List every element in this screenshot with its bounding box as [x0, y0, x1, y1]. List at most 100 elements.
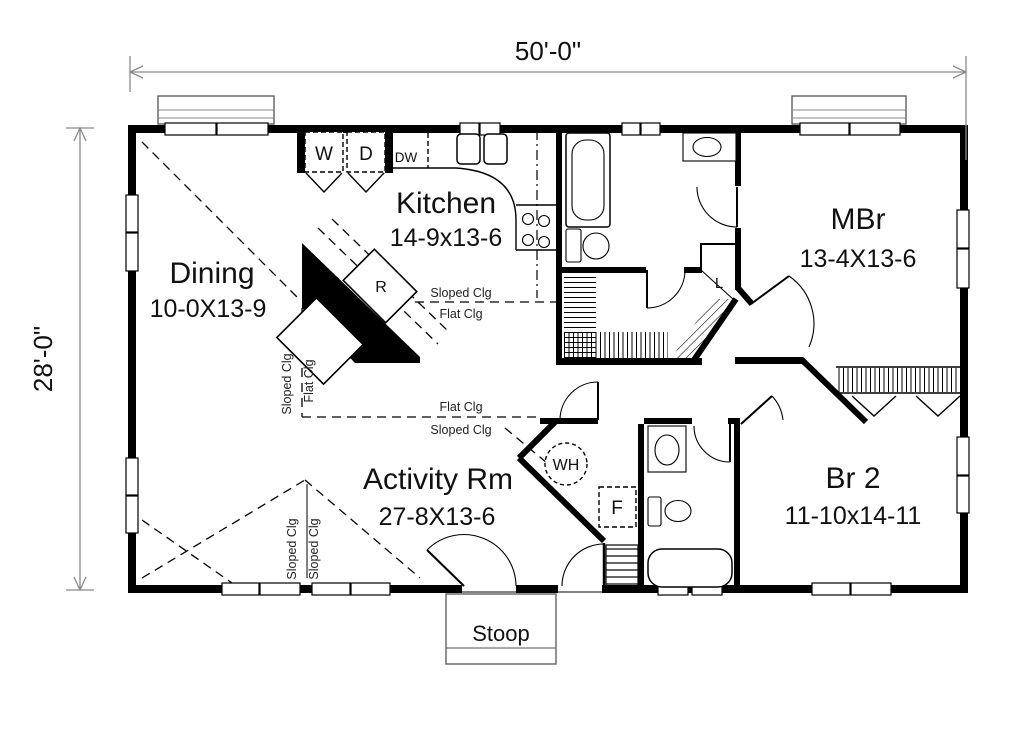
window [164, 122, 217, 136]
walkin-closet [564, 269, 736, 360]
height-dimension-label: 28'-0" [28, 326, 58, 392]
bath2-fixtures [647, 424, 733, 588]
linen-closet: L [700, 269, 735, 301]
bedroom2-size: 11-10x14-11 [785, 502, 922, 530]
bathtub-icon [565, 132, 611, 228]
kitchen-sink-icon [456, 133, 508, 165]
sloped-clg-label-4: Sloped Clg [285, 518, 299, 579]
flat-clg-label-3: Flat Clg [439, 400, 482, 414]
toilet-icon [565, 228, 610, 263]
master-bedroom-size: 13-4X13-6 [800, 245, 917, 273]
refrigerator-icon [342, 248, 418, 324]
sloped-clg-label-5: Sloped Clg [307, 518, 321, 579]
washer-icon [304, 131, 344, 173]
dryer-icon [346, 131, 386, 173]
window [311, 582, 351, 596]
activity-room-size: 27-8X13-6 [379, 503, 496, 531]
utility-door [559, 381, 599, 421]
closet-rod [564, 332, 668, 360]
kitchen-label: Kitchen [396, 187, 496, 220]
range-icon [521, 212, 551, 249]
furnace-label: F [611, 498, 623, 519]
bifold-door [305, 172, 343, 194]
ceiling-lines [141, 130, 556, 584]
bedroom-doors [740, 275, 962, 425]
dimension-lines: 50'-0" 28'-0" [28, 36, 968, 592]
window [640, 122, 661, 136]
flat-clg-label-2: Flat Clg [302, 359, 316, 402]
kitchen-island: R [275, 218, 449, 386]
utility-area: WH F [544, 381, 639, 588]
bifold-door [851, 395, 897, 417]
vanity-sink-icon [682, 132, 737, 162]
window [849, 122, 901, 136]
window [956, 209, 970, 249]
stoop: Stoop [445, 593, 557, 665]
kitchen-size: 14-9x13-6 [390, 224, 503, 252]
window [216, 122, 269, 136]
water-heater-icon [544, 442, 588, 486]
window [850, 582, 892, 596]
room-labels: Dining 10-0X13-9 Kitchen 14-9x13-6 MBr 1… [150, 187, 922, 531]
window [956, 475, 970, 514]
stoop-label: Stoop [472, 621, 530, 646]
front-door-opening [462, 584, 516, 595]
window [956, 436, 970, 476]
ceiling-labels: Sloped Clg Flat Clg Sloped Clg Flat Clg … [280, 286, 492, 580]
window [956, 248, 970, 289]
dining-size: 10-0X13-9 [150, 295, 267, 323]
window [125, 457, 139, 496]
window [799, 122, 850, 136]
closet-rod [838, 368, 962, 392]
dining-label: Dining [169, 257, 254, 290]
island-counter [275, 296, 365, 386]
sloped-clg-label-1: Sloped Clg [430, 286, 491, 300]
window [221, 582, 260, 596]
interior-walls [297, 133, 962, 588]
activity-room-label: Activity Rm [363, 463, 513, 496]
window [811, 582, 851, 596]
bath2-door [693, 424, 731, 463]
width-dimension-label: 50'-0" [515, 36, 581, 66]
dishwasher-label: DW [395, 150, 418, 165]
window [479, 122, 501, 136]
flat-clg-label-1: Flat Clg [439, 307, 482, 321]
master-closet [838, 368, 962, 417]
water-heater-label: WH [553, 457, 580, 474]
toilet-icon [647, 496, 692, 527]
window [125, 232, 139, 272]
window-box-master [791, 95, 907, 125]
window [621, 122, 641, 136]
vanity-sink-icon [647, 425, 687, 473]
front-entry-door [426, 533, 517, 587]
master-bedroom-door [750, 275, 815, 348]
bathtub-icon [647, 548, 733, 588]
window [125, 495, 139, 534]
sloped-clg-label-3: Sloped Clg [430, 423, 491, 437]
master-bedroom-label: MBr [831, 203, 886, 236]
window-box-dining [157, 95, 275, 125]
closet-rod [670, 299, 736, 360]
rear-entry-door [561, 543, 605, 587]
window [459, 122, 480, 136]
bifold-door [915, 395, 961, 417]
bifold-door [347, 172, 385, 194]
bath1-fixtures: L [564, 132, 738, 360]
linen-label: L [715, 275, 723, 292]
exterior-walls [128, 125, 968, 593]
kitchen-fixtures: DW W D R [275, 131, 556, 386]
refrigerator-label: R [375, 279, 387, 296]
bedroom2-door [740, 395, 784, 425]
sloped-clg-label-2: Sloped Clg [280, 353, 294, 414]
bath1-door [696, 186, 738, 228]
window [350, 582, 391, 596]
washer-label: W [315, 144, 333, 165]
rear-door-opening [558, 584, 602, 595]
window [259, 582, 301, 596]
window [125, 194, 139, 233]
dryer-label: D [359, 144, 373, 165]
furnace-icon [598, 486, 637, 528]
stairs-icon [605, 544, 639, 588]
